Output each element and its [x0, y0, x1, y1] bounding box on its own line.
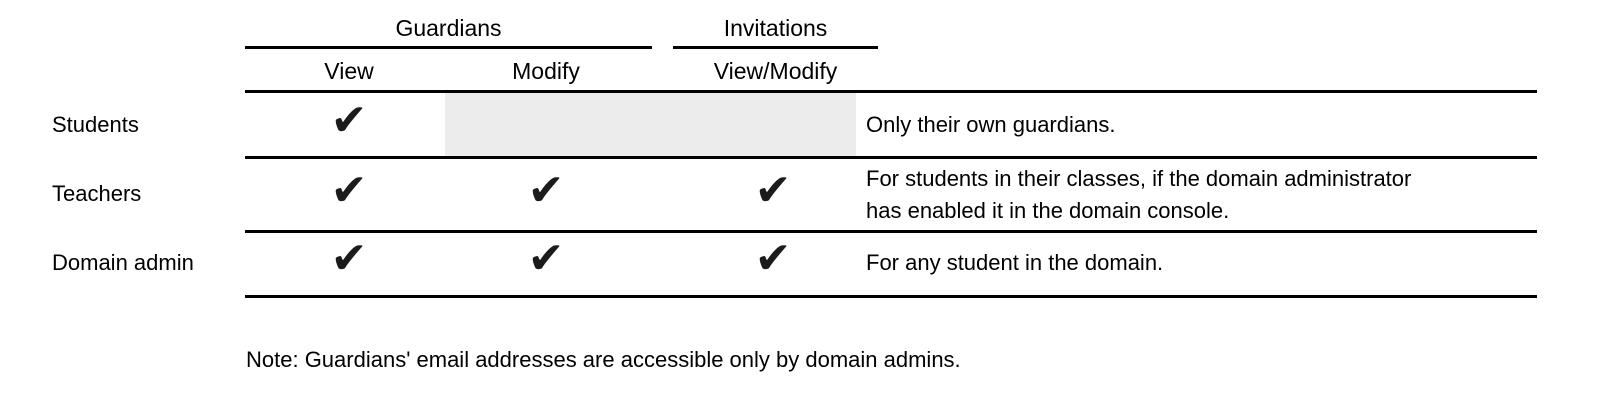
note-students: Only their own guardians.: [866, 109, 1526, 141]
column-header-view: View: [324, 58, 374, 84]
column-header-modify: Modify: [512, 58, 580, 84]
note-line: Only their own guardians.: [866, 112, 1116, 137]
footnote: Note: Guardians' email addresses are acc…: [246, 347, 961, 372]
students-disabled-cells: [445, 93, 856, 156]
column-group-header-guardians: Guardians: [395, 15, 502, 41]
check-students-guardians-view: ✔: [330, 95, 368, 146]
check-admin-invitations-view-modify: ✔: [754, 233, 792, 284]
note-domain-admin: For any student in the domain.: [866, 247, 1526, 279]
invitations-underline: [673, 46, 878, 49]
row-separator-2: [245, 230, 1537, 233]
table-bottom-rule: [245, 295, 1537, 298]
note-teachers: For students in their classes, if the do…: [866, 163, 1526, 227]
check-teachers-invitations-view-modify: ✔: [754, 165, 792, 216]
check-admin-guardians-view: ✔: [330, 233, 368, 284]
row-separator-1: [245, 156, 1537, 159]
column-group-header-invitations: Invitations: [723, 15, 828, 41]
check-admin-guardians-modify: ✔: [527, 233, 565, 284]
guardians-underline: [245, 46, 652, 49]
check-teachers-guardians-modify: ✔: [527, 165, 565, 216]
row-label-teachers: Teachers: [52, 181, 142, 206]
check-teachers-guardians-view: ✔: [330, 165, 368, 216]
note-line: For any student in the domain.: [866, 250, 1164, 275]
header-rule: [245, 90, 1537, 93]
note-line: For students in their classes, if the do…: [866, 166, 1412, 191]
row-label-domain-admin: Domain admin: [52, 250, 194, 275]
note-line: has enabled it in the domain console.: [866, 198, 1230, 223]
row-label-students: Students: [52, 112, 139, 137]
column-header-view-modify: View/Modify: [713, 58, 838, 84]
